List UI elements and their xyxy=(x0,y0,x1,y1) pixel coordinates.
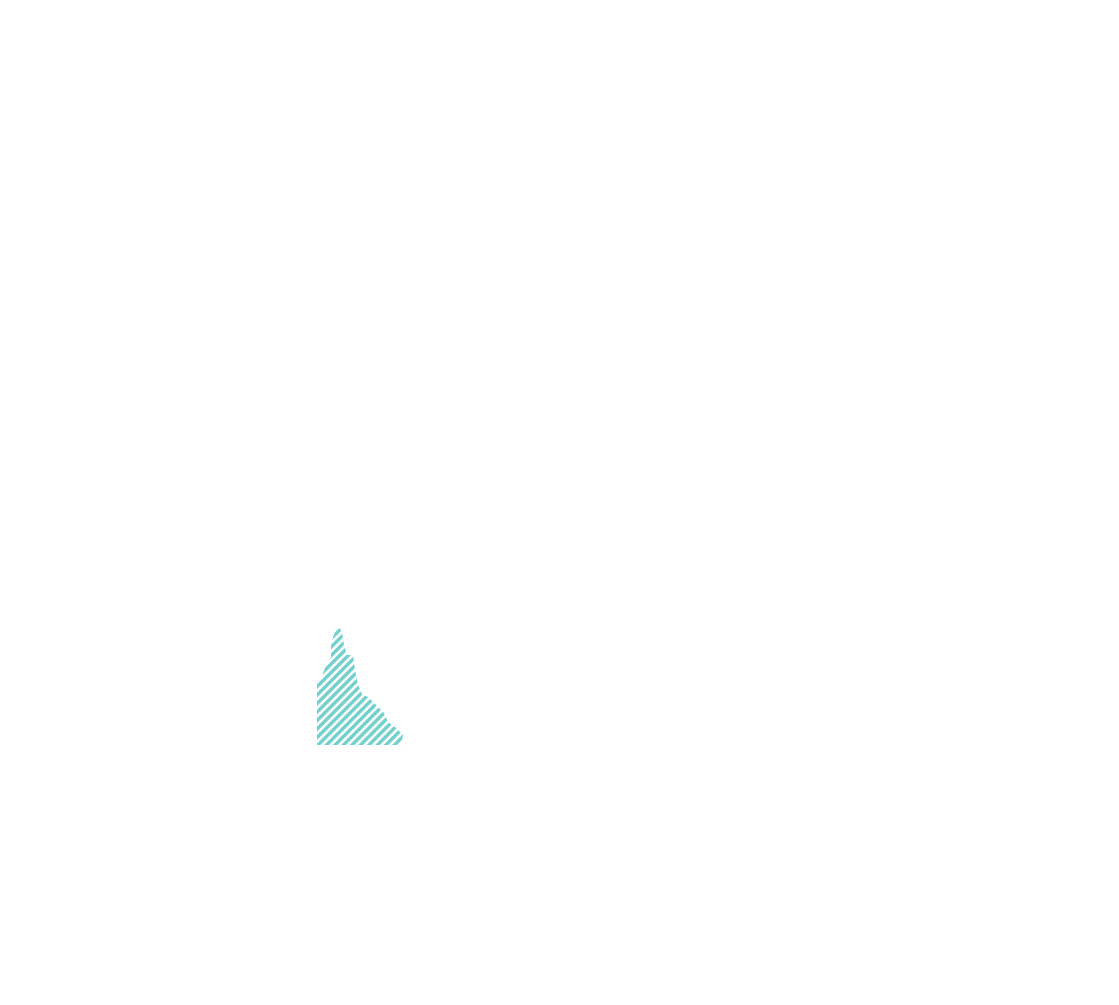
map-region-shape[interactable] xyxy=(317,627,404,745)
